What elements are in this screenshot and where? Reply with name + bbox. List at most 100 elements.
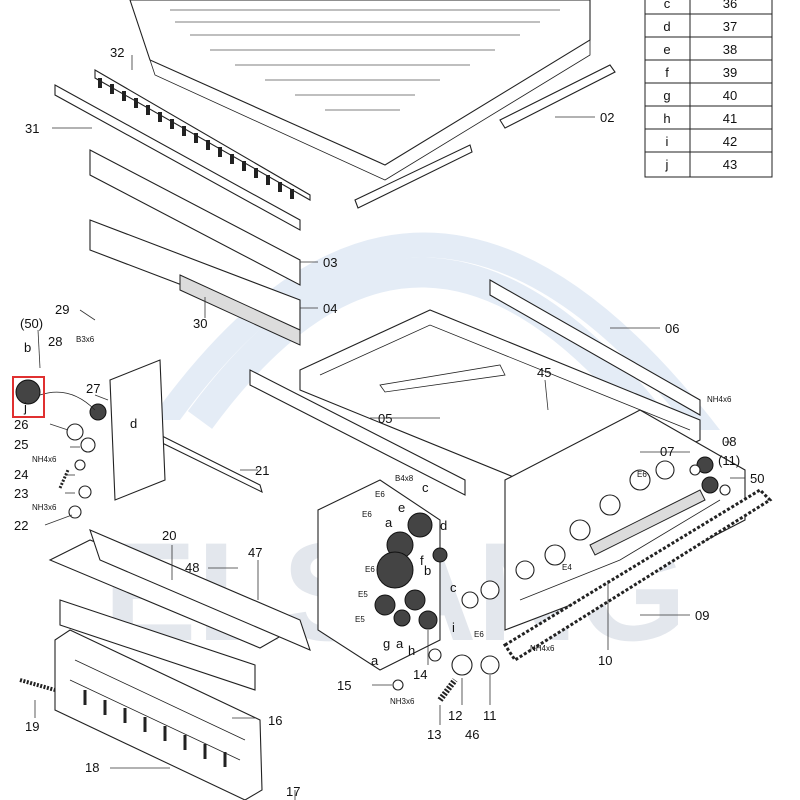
callout-16: 16 xyxy=(268,713,282,728)
callout-05: 05 xyxy=(378,411,392,426)
part-47-plate xyxy=(89,529,311,651)
screw-nh4x6: NH4x6 xyxy=(530,644,555,653)
part-48-plate xyxy=(59,599,256,691)
part-04-plate xyxy=(89,219,301,331)
callout-10: 10 xyxy=(598,653,612,668)
gear-letter-b: b xyxy=(24,340,31,355)
part-21-shaft xyxy=(149,429,263,494)
parts-table: c 36 d 37 e 38 f 39 g 40 h 41 i 42 j 43 xyxy=(644,0,773,178)
table-number: 37 xyxy=(723,19,737,34)
gear-letter-a: a xyxy=(371,653,379,668)
callout-26: 26 xyxy=(14,417,28,432)
part-14-bushing xyxy=(428,648,442,662)
gear-letter-d: d xyxy=(130,416,137,431)
callout-07: 07 xyxy=(660,444,674,459)
table-letter: i xyxy=(666,134,669,149)
gear-letter-a: a xyxy=(396,636,404,651)
callout-02: 02 xyxy=(600,110,614,125)
gear-cluster xyxy=(374,512,448,630)
table-letter: h xyxy=(663,111,670,126)
highlight-box xyxy=(12,376,45,418)
callout-50-paren: (50) xyxy=(20,316,43,331)
callout-24: 24 xyxy=(14,467,28,482)
table-letter: f xyxy=(665,65,669,80)
top-perforated-plate xyxy=(129,0,591,181)
part-13-spring xyxy=(437,678,458,702)
screw-nh4x6: NH4x6 xyxy=(707,395,732,404)
part-05-bar xyxy=(249,369,466,496)
screw-nh3x6: NH3x6 xyxy=(390,697,415,706)
ering-e6: E6 xyxy=(637,470,647,479)
table-letter: j xyxy=(665,157,669,172)
table-number: 42 xyxy=(723,134,737,149)
part-19-spring xyxy=(19,678,56,692)
callout-45: 45 xyxy=(537,365,551,380)
part-31-bar xyxy=(54,84,301,231)
callout-15: 15 xyxy=(337,678,351,693)
callout-03: 03 xyxy=(323,255,337,270)
callout-48: 48 xyxy=(185,560,199,575)
part-09-belt xyxy=(502,488,773,663)
callout-06: 06 xyxy=(665,321,679,336)
callout-27: 27 xyxy=(86,381,100,396)
screw-b4x8: B4x8 xyxy=(395,474,414,483)
ering-e6: E6 xyxy=(365,565,375,574)
right-bushings xyxy=(689,456,731,496)
right-side-frame xyxy=(504,409,746,631)
part-11-gear xyxy=(480,655,500,675)
leader-lines xyxy=(34,55,745,800)
callout-30: 30 xyxy=(193,316,207,331)
callout-14: 14 xyxy=(413,667,427,682)
part-30-plate xyxy=(179,274,301,346)
screw-nh3x6: NH3x6 xyxy=(32,503,57,512)
callout-13: 13 xyxy=(427,727,441,742)
gear-letter-c: c xyxy=(422,480,429,495)
gear-letter-f: f xyxy=(420,553,424,568)
callout-08: 08 xyxy=(722,434,736,449)
left-side-assembly xyxy=(15,359,166,519)
table-letter: e xyxy=(663,42,670,57)
ering-e6: E6 xyxy=(474,630,484,639)
callout-23: 23 xyxy=(14,486,28,501)
ering-e5: E5 xyxy=(355,615,365,624)
part-15-screw xyxy=(392,679,404,691)
gear-letter-h: h xyxy=(408,643,415,658)
callout-17: 17 xyxy=(286,784,300,799)
callout-28: 28 xyxy=(48,334,62,349)
middle-rail xyxy=(354,144,473,209)
ering-e4: E4 xyxy=(562,563,572,572)
callout-labels: 32 31 02 03 04 30 29 (50) 28 27 26 25 24… xyxy=(14,45,764,799)
callout-09: 09 xyxy=(695,608,709,623)
callout-32: 32 xyxy=(110,45,124,60)
callout-18: 18 xyxy=(85,760,99,775)
part-02-rail xyxy=(499,64,616,129)
gear-letter-i: i xyxy=(452,620,455,635)
table-number: 36 xyxy=(723,0,737,11)
callout-47: 47 xyxy=(248,545,262,560)
callout-11: 11 xyxy=(483,708,497,723)
gear-letter-b: b xyxy=(424,563,431,578)
table-letter: d xyxy=(663,19,670,34)
callout-12: 12 xyxy=(448,708,462,723)
front-grill xyxy=(54,629,263,800)
callout-29: 29 xyxy=(55,302,69,317)
ering-e6: E6 xyxy=(362,510,372,519)
callout-21: 21 xyxy=(255,463,269,478)
callout-20: 20 xyxy=(162,528,176,543)
callout-25: 25 xyxy=(14,437,28,452)
gear-letter-d: d xyxy=(440,518,447,533)
part-06-rail xyxy=(489,279,701,416)
table-letter: c xyxy=(664,0,671,11)
callout-46: 46 xyxy=(465,727,479,742)
table-number: 40 xyxy=(723,88,737,103)
table-letter: g xyxy=(663,88,670,103)
gear-letter-g: g xyxy=(383,636,390,651)
callout-22: 22 xyxy=(14,518,28,533)
callout-04: 04 xyxy=(323,301,337,316)
gear-letter-e: e xyxy=(398,500,405,515)
table-number: 41 xyxy=(723,111,737,126)
gear-letter-a: a xyxy=(385,515,393,530)
fastener-labels: B3x6 B4x8 NH4x6 NH4x6 NH4x6 NH3x6 NH3x6 … xyxy=(32,335,732,706)
comb-bar xyxy=(94,69,311,201)
